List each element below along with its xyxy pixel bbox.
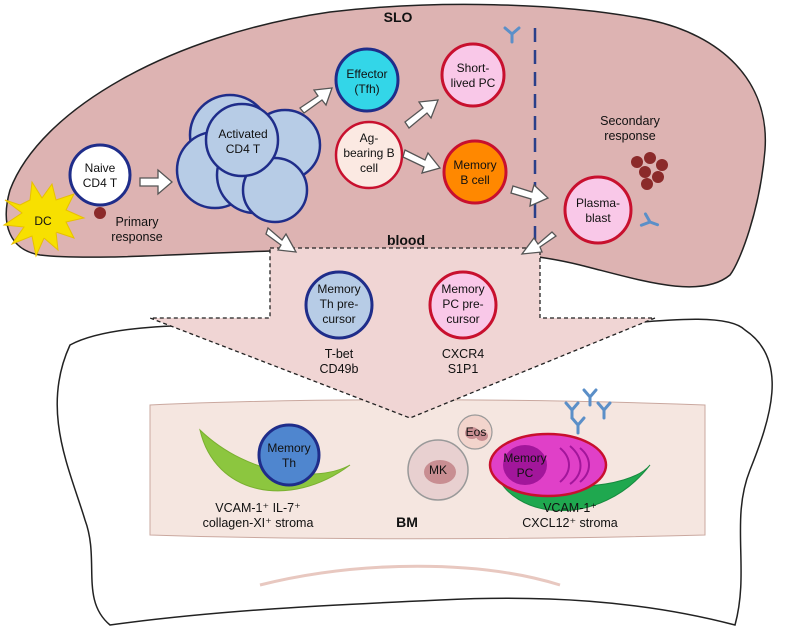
ag-b-label-2: bearing B xyxy=(343,146,394,160)
bm-title: BM xyxy=(396,514,418,530)
primary-response-2: response xyxy=(111,230,162,244)
mem-pc-pre-label-1: Memory xyxy=(441,282,484,296)
memory-pc-cell: Memory PC xyxy=(488,432,608,498)
naive-label-2: CD4 T xyxy=(83,176,118,190)
memory-b-cell: Memory B cell xyxy=(442,139,508,205)
memory-b-label-1: Memory xyxy=(453,158,496,172)
memory-pc-precursor: Memory PC pre- cursor xyxy=(428,270,498,340)
bm-shadow xyxy=(259,564,561,587)
mem-th-label-2: Th xyxy=(282,456,296,470)
activated-label-2: CD4 T xyxy=(226,142,261,156)
dendritic-cell: DC xyxy=(2,180,86,258)
left-stroma-label-1: VCAM-1⁺ IL-7⁺ xyxy=(215,501,300,515)
ag-b-label-3: cell xyxy=(360,161,378,175)
secondary-response-2: response xyxy=(604,129,655,143)
left-stroma-label-2: collagen-XI⁺ stroma xyxy=(203,516,314,530)
th-marker-2: CD49b xyxy=(320,362,359,376)
mem-pc-pre-label-3: cursor xyxy=(446,312,479,326)
pc-marker-2: S1P1 xyxy=(448,362,479,376)
blood-funnel xyxy=(149,247,656,419)
secondary-response-1: Secondary xyxy=(600,114,661,128)
mem-pc-label-1: Memory xyxy=(503,451,546,465)
th-marker-1: T-bet xyxy=(325,347,354,361)
naive-cd4-t-cell: Naive CD4 T xyxy=(68,143,132,219)
mem-th-pre-label-1: Memory xyxy=(317,282,360,296)
ag-bearing-b-cell: Ag- bearing B cell xyxy=(334,120,404,190)
antibody-icon xyxy=(503,26,521,44)
activated-cd4-t-cluster: Activated CD4 T xyxy=(175,93,322,224)
arrow-to-effector xyxy=(299,87,333,114)
plasmablast-label-2: blast xyxy=(585,211,611,225)
mem-th-pre-label-3: cursor xyxy=(322,312,355,326)
plasmablast-cell: Plasma- blast xyxy=(563,175,633,245)
memory-th-precursor: Memory Th pre- cursor xyxy=(304,270,374,340)
slo-title: SLO xyxy=(384,9,413,25)
naive-label-1: Naive xyxy=(85,161,116,175)
short-pc-label-2: lived PC xyxy=(451,76,496,90)
arrow-to-memory-b xyxy=(402,149,442,174)
arrow-plasmablast-to-blood xyxy=(520,231,558,255)
arrow-naive-to-activated xyxy=(139,168,173,196)
mem-pc-label-2: PC xyxy=(517,466,534,480)
ag-b-label-1: Ag- xyxy=(360,131,379,145)
antibody-icon xyxy=(564,388,612,435)
activated-label-1: Activated xyxy=(218,127,267,141)
antibody-icon xyxy=(639,212,660,227)
effector-tfh-cell: Effector (Tfh) xyxy=(334,47,400,113)
memory-b-label-2: B cell xyxy=(460,173,489,187)
memory-th-cell: Memory Th xyxy=(257,423,321,487)
right-stroma-label-1: VCAM-1⁺ xyxy=(543,501,597,515)
eosinophil: Eos xyxy=(457,414,493,450)
effector-label-2: (Tfh) xyxy=(354,82,379,96)
short-pc-label-1: Short- xyxy=(457,61,490,75)
primary-response-1: Primary xyxy=(115,215,159,229)
antigen-cluster-icon xyxy=(631,152,668,190)
eos-label: Eos xyxy=(466,425,487,439)
megakaryocyte: MK xyxy=(407,439,469,501)
mk-label: MK xyxy=(429,463,447,477)
effector-label-1: Effector xyxy=(346,67,387,81)
plasmablast-label-1: Plasma- xyxy=(576,196,620,210)
right-stroma-label-2: CXCL12⁺ stroma xyxy=(522,516,618,530)
mem-th-label-1: Memory xyxy=(267,441,310,455)
arrow-to-plasmablast xyxy=(510,183,550,208)
arrow-to-short-lived-pc xyxy=(404,99,439,129)
pc-marker-1: CXCR4 xyxy=(442,347,484,361)
short-lived-pc: Short- lived PC xyxy=(440,42,506,108)
mem-th-pre-label-2: Th pre- xyxy=(320,297,359,311)
blood-title: blood xyxy=(387,232,425,248)
mem-pc-pre-label-2: PC pre- xyxy=(442,297,483,311)
dc-label: DC xyxy=(34,214,52,228)
arrow-activated-to-blood xyxy=(265,226,298,253)
